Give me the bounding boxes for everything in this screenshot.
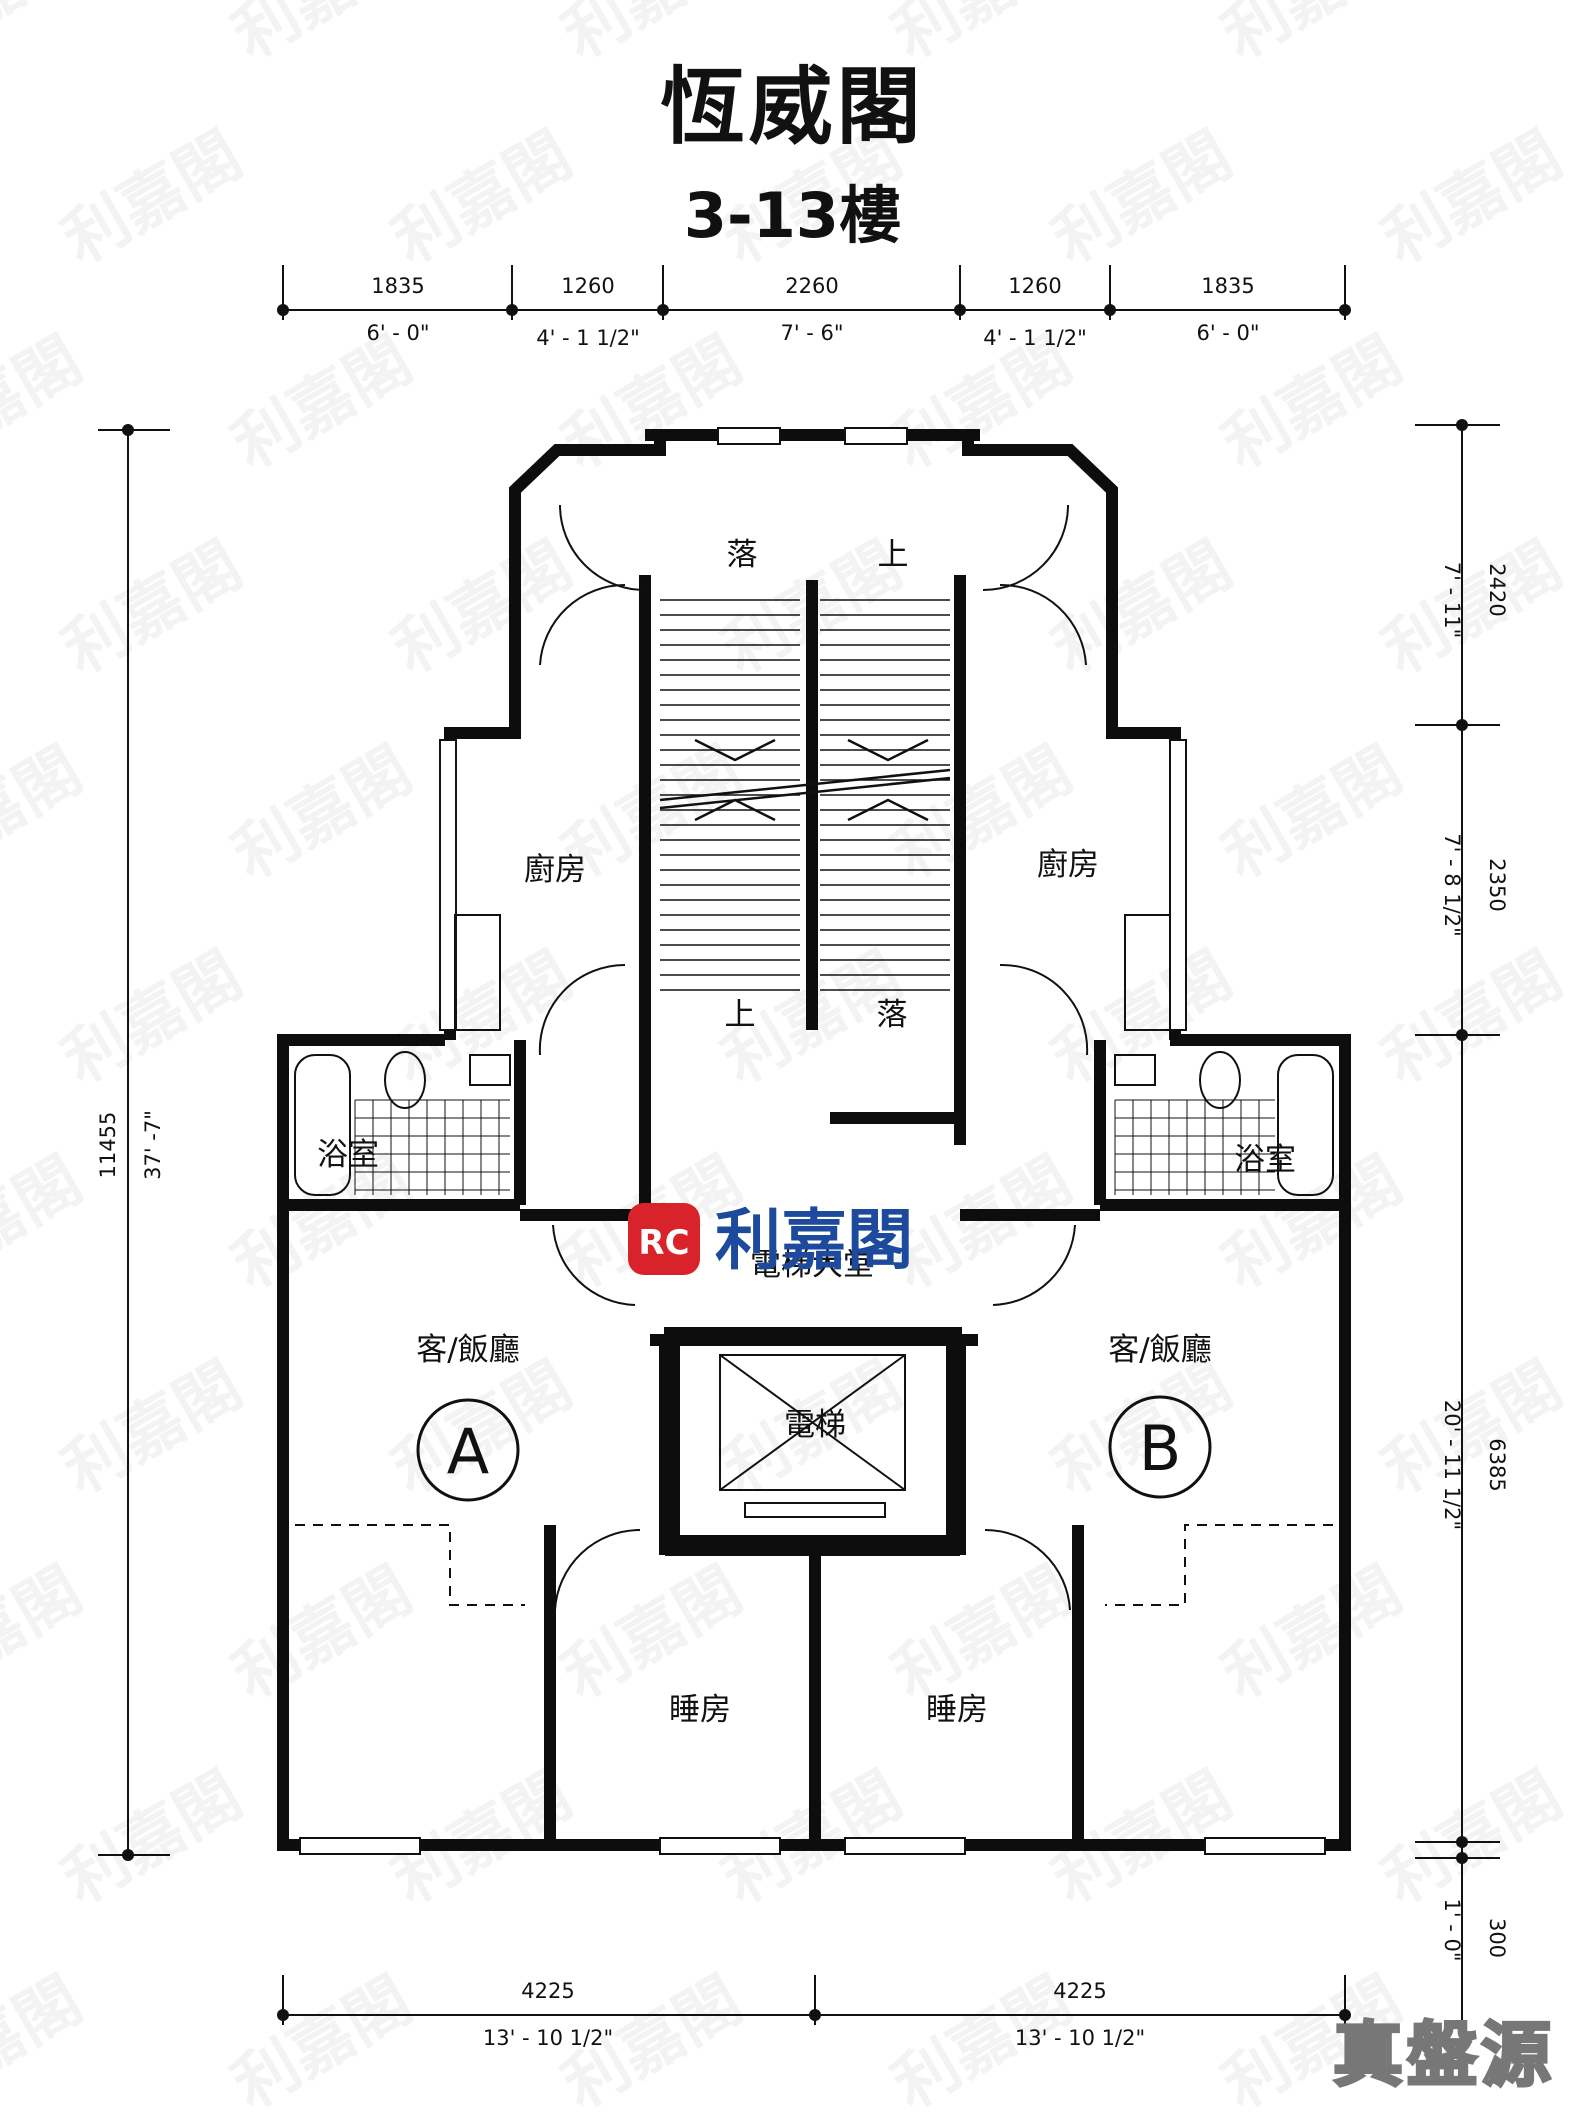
watermark-tile: 利嘉閣 <box>1041 528 1245 689</box>
watermark-tile: 利嘉閣 <box>51 1758 255 1919</box>
watermark-tile: 利嘉閣 <box>1371 938 1575 1099</box>
watermark-tile: 利嘉閣 <box>0 1963 94 2122</box>
watermark-tile: 利嘉閣 <box>1371 118 1575 279</box>
watermark-tile: 利嘉閣 <box>711 118 915 279</box>
watermark-tile: 利嘉閣 <box>1211 0 1415 74</box>
watermark-tile: 利嘉閣 <box>1371 1348 1575 1509</box>
label-stair-up-top: 上 <box>878 537 909 573</box>
brand-logo-text: RC <box>638 1223 689 1263</box>
watermark-tile: 利嘉閣 <box>221 1553 425 1714</box>
lift-shaft <box>664 1327 962 1551</box>
watermark-tile: 利嘉閣 <box>381 938 585 1099</box>
watermark-tile: 利嘉閣 <box>51 528 255 689</box>
dim-top-2-ft: 4' - 1 1/2" <box>536 326 640 350</box>
watermark-tile: 利嘉閣 <box>221 1963 425 2122</box>
dim-top-5-mm: 1835 <box>1201 274 1254 298</box>
dim-top-5-ft: 6' - 0" <box>1196 321 1259 345</box>
dim-bottom-1-ft: 13' - 10 1/2" <box>483 2026 613 2050</box>
dashed-boundaries <box>295 1524 1333 1606</box>
dim-right-1-ft: 7' - 11" <box>1440 562 1464 638</box>
label-lift-lobby: 電梯大堂 <box>750 1247 874 1283</box>
watermark-tile: 利嘉閣 <box>0 323 94 484</box>
watermark-tile: 利嘉閣 <box>1211 323 1415 484</box>
dim-top-2-mm: 1260 <box>561 274 614 298</box>
watermark-tile: 利嘉閣 <box>51 1348 255 1509</box>
watermark-tile: 利嘉閣 <box>1211 1553 1415 1714</box>
dim-right-3-ft: 20' - 11 1/2" <box>1440 1400 1464 1530</box>
watermark-tile: 利嘉閣 <box>881 0 1085 74</box>
brand-watermark-text: 利嘉閣 <box>715 1201 913 1279</box>
dimension-dots <box>122 304 1468 2021</box>
dim-right-2-ft: 7' - 8 1/2" <box>1440 833 1464 937</box>
dim-right-4-mm: 300 <box>1485 1918 1509 1958</box>
watermark-tile: 利嘉閣 <box>0 1143 94 1304</box>
unit-a-circle <box>416 1398 520 1502</box>
watermark-tile: 利嘉閣 <box>221 323 425 484</box>
watermark-tile: 利嘉閣 <box>221 0 425 74</box>
label-living-dining-a: 客/飯廳 <box>416 1332 519 1368</box>
page-title: 恆威閣 <box>660 58 925 156</box>
unit-b-circle <box>1108 1395 1212 1499</box>
bottom-brand-logo: 真盤源 <box>1332 2013 1555 2098</box>
watermark-tile: 利嘉閣 <box>381 118 585 279</box>
watermark-tile: 利嘉閣 <box>1371 528 1575 689</box>
unit-b-label: B <box>1139 1412 1182 1485</box>
brand-watermark: RC 利嘉閣 <box>628 1201 913 1279</box>
watermark-tile: 利嘉閣 <box>221 733 425 894</box>
dim-top-4-ft: 4' - 1 1/2" <box>983 326 1087 350</box>
dim-top-1-ft: 6' - 0" <box>366 321 429 345</box>
label-lift: 電梯 <box>784 1407 846 1443</box>
label-bedroom-right: 睡房 <box>926 1692 988 1728</box>
dim-left-mm: 11455 <box>96 1112 120 1179</box>
dim-right-2-mm: 2350 <box>1485 858 1509 911</box>
windows <box>299 427 1326 1855</box>
dim-right-1-mm: 2420 <box>1485 563 1509 616</box>
label-bedroom-left: 睡房 <box>669 1692 731 1728</box>
dim-right-3-mm: 6385 <box>1485 1438 1509 1491</box>
watermark-tile: 利嘉閣 <box>381 528 585 689</box>
dim-top-4-mm: 1260 <box>1008 274 1061 298</box>
watermark-tile: 利嘉閣 <box>1041 938 1245 1099</box>
dim-left-ft: 37' -7" <box>141 1110 165 1180</box>
watermark-tile: 利嘉閣 <box>1041 118 1245 279</box>
dim-top-3-mm: 2260 <box>785 274 838 298</box>
unit-a-label: A <box>447 1415 489 1488</box>
lift-cross <box>719 1354 906 1518</box>
watermark-tile: 利嘉閣 <box>1211 733 1415 894</box>
brand-logo-icon <box>628 1203 700 1275</box>
label-stair-up-bottom: 上 <box>725 997 756 1033</box>
label-bath-left: 浴室 <box>317 1137 379 1173</box>
watermark-tile: 利嘉閣 <box>51 938 255 1099</box>
stair-arrows <box>659 738 951 822</box>
watermark-tile: 利嘉閣 <box>51 118 255 279</box>
label-bath-right: 浴室 <box>1234 1142 1296 1178</box>
label-kitchen-left: 廚房 <box>524 852 586 888</box>
label-kitchen-right: 廚房 <box>1037 847 1099 883</box>
dim-top-1-mm: 1835 <box>371 274 424 298</box>
label-stair-down-bottom: 落 <box>877 997 908 1033</box>
watermark-tile: 利嘉閣 <box>0 1553 94 1714</box>
dim-bottom-2-mm: 4225 <box>1053 1979 1106 2003</box>
dim-right-4-ft: 1' - 0" <box>1440 1898 1464 1961</box>
bath-fixtures <box>294 914 1334 1196</box>
stair-treads <box>660 599 950 991</box>
dim-bottom-2-ft: 13' - 10 1/2" <box>1015 2026 1145 2050</box>
watermark-tile: 利嘉閣 <box>1371 1758 1575 1919</box>
label-living-dining-b: 客/飯廳 <box>1108 1332 1211 1368</box>
label-stair-down-top: 落 <box>727 537 758 573</box>
watermark-tile: 利嘉閣 <box>0 733 94 894</box>
watermark-tile: 利嘉閣 <box>551 1553 755 1714</box>
floor-range-subtitle: 3-13樓 <box>683 179 902 252</box>
watermark-tile: 利嘉閣 <box>551 0 755 74</box>
watermark-tile: 利嘉閣 <box>0 0 94 74</box>
dim-top-3-ft: 7' - 6" <box>780 321 843 345</box>
dim-bottom-1-mm: 4225 <box>521 1979 574 2003</box>
watermark-tile: 利嘉閣 <box>881 1553 1085 1714</box>
door-swings <box>538 504 1089 1611</box>
bath-tiles <box>354 1099 1275 1195</box>
